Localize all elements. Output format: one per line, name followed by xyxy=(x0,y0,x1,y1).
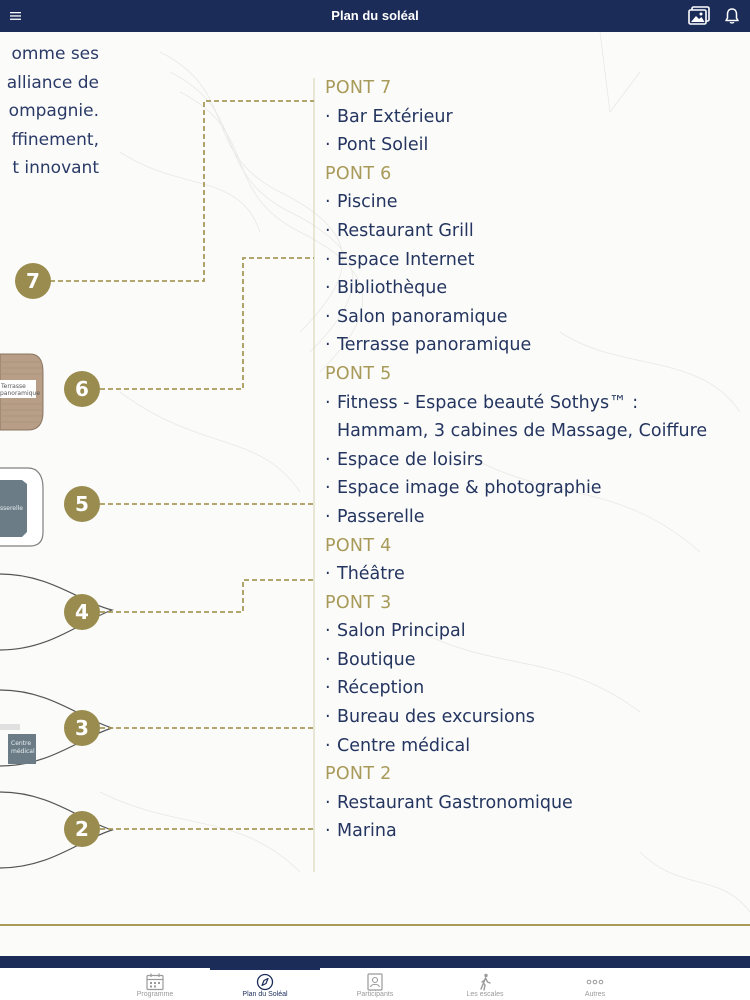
terrasse-label: Terrasse xyxy=(0,383,26,390)
page-title: Plan du soléal xyxy=(331,8,419,23)
list-item: ·Espace Internet xyxy=(325,249,475,270)
gallery-icon[interactable] xyxy=(688,6,710,26)
list-item-continuation: Hammam, 3 cabines de Massage, Coiffure xyxy=(337,421,708,442)
tab-escales[interactable]: Les escales xyxy=(430,968,540,1000)
deck-plan-content[interactable]: omme ses alliance de ompagnie. ffinement… xyxy=(0,32,750,956)
connector-pont-4 xyxy=(100,579,314,613)
centre-label: Centre xyxy=(11,740,31,747)
tab-label: Programme xyxy=(136,991,174,998)
list-item: ·Boutique xyxy=(325,649,416,670)
list-item: ·Restaurant Gastronomique xyxy=(325,792,573,813)
list-item: ·Bureau des excursions xyxy=(325,707,535,728)
deck-title-pont-4: PONT 4 xyxy=(325,535,392,556)
centre-label: médical xyxy=(11,748,35,755)
deck-title-pont-6: PONT 6 xyxy=(325,163,392,184)
deck-badge-6[interactable]: 6 xyxy=(64,371,100,407)
connector-pont-6 xyxy=(100,257,314,390)
terrasse-fragment: Terrasse panoramique xyxy=(0,353,44,431)
deck3-fragment: Centre médical xyxy=(0,689,115,767)
calendar-icon xyxy=(146,973,164,991)
deck-title-pont-3: PONT 3 xyxy=(325,592,392,613)
list-item: ·Salon panoramique xyxy=(325,306,508,327)
more-dots-icon xyxy=(586,979,604,985)
intro-line: ffinement, xyxy=(11,129,99,150)
intro-line: alliance de xyxy=(6,72,99,93)
passerelle-label: sserelle xyxy=(0,505,23,512)
list-item: ·Marina xyxy=(325,821,397,842)
bottom-band xyxy=(0,956,750,968)
list-item: ·Pont Soleil xyxy=(325,135,429,156)
tab-autres[interactable]: Autres xyxy=(540,968,650,1000)
list-item: ·Théâtre xyxy=(325,564,405,585)
list-item: ·Terrasse panoramique xyxy=(325,335,532,356)
tab-plan[interactable]: Plan du Soléal xyxy=(210,968,320,1000)
menu-icon[interactable] xyxy=(9,9,23,23)
deck-title-pont-2: PONT 2 xyxy=(325,764,392,785)
deck4-hull xyxy=(0,573,115,651)
background-texture xyxy=(99,32,750,913)
deck2-hull xyxy=(0,791,115,869)
intro-text: omme ses alliance de ompagnie. ffinement… xyxy=(0,40,99,183)
tab-programme[interactable]: Programme xyxy=(100,968,210,1000)
tab-bar: Programme Plan du Soléal Participants Le… xyxy=(0,968,750,1000)
terrasse-label: panoramique xyxy=(0,390,40,397)
list-item: ·Réception xyxy=(325,678,425,699)
deck-badge-7[interactable]: 7 xyxy=(15,263,51,299)
list-item: ·Fitness - Espace beauté Sothys™ : xyxy=(325,392,639,413)
intro-line: t innovant xyxy=(12,158,99,178)
tab-label: Plan du Soléal xyxy=(242,991,288,998)
intro-line: omme ses xyxy=(11,44,99,64)
top-navigation-bar: Plan du soléal xyxy=(0,0,750,32)
walking-person-icon xyxy=(480,973,491,991)
list-item: ·Centre médical xyxy=(325,735,471,756)
deck-title-pont-7: PONT 7 xyxy=(325,78,392,98)
intro-line: ompagnie. xyxy=(8,101,99,121)
list-item: ·Piscine xyxy=(325,192,398,213)
list-item: ·Bibliothèque xyxy=(325,278,448,299)
deck-title-pont-5: PONT 5 xyxy=(325,363,392,384)
list-item: ·Espace image & photographie xyxy=(325,478,602,499)
list-item: ·Bar Extérieur xyxy=(325,106,453,127)
bell-icon[interactable] xyxy=(724,7,740,25)
deck-badge-4[interactable]: 4 xyxy=(64,594,100,630)
tab-label: Participants xyxy=(356,991,394,998)
compass-icon xyxy=(256,973,274,991)
section-divider xyxy=(0,924,750,926)
contact-card-icon xyxy=(367,973,383,991)
passerelle-fragment: sserelle xyxy=(0,467,44,547)
deck-list: PONT 7 ·Bar Extérieur ·Pont Soleil PONT … xyxy=(325,74,745,846)
active-tab-indicator xyxy=(210,968,320,970)
tab-participants[interactable]: Participants xyxy=(320,968,430,1000)
deck-diagram: Terrasse panoramique sserelle Centre méd… xyxy=(0,78,315,872)
list-item: ·Salon Principal xyxy=(325,621,466,642)
list-item: ·Restaurant Grill xyxy=(325,220,474,241)
list-item: ·Espace de loisirs xyxy=(325,449,484,470)
list-item: ·Passerelle xyxy=(325,506,425,527)
tab-label: Les escales xyxy=(466,991,504,998)
deck-badge-2[interactable]: 2 xyxy=(64,811,100,847)
tab-label: Autres xyxy=(584,991,606,998)
connector-pont-7 xyxy=(50,100,314,282)
deck-badge-5[interactable]: 5 xyxy=(64,486,100,522)
deck-badge-3[interactable]: 3 xyxy=(64,710,100,746)
